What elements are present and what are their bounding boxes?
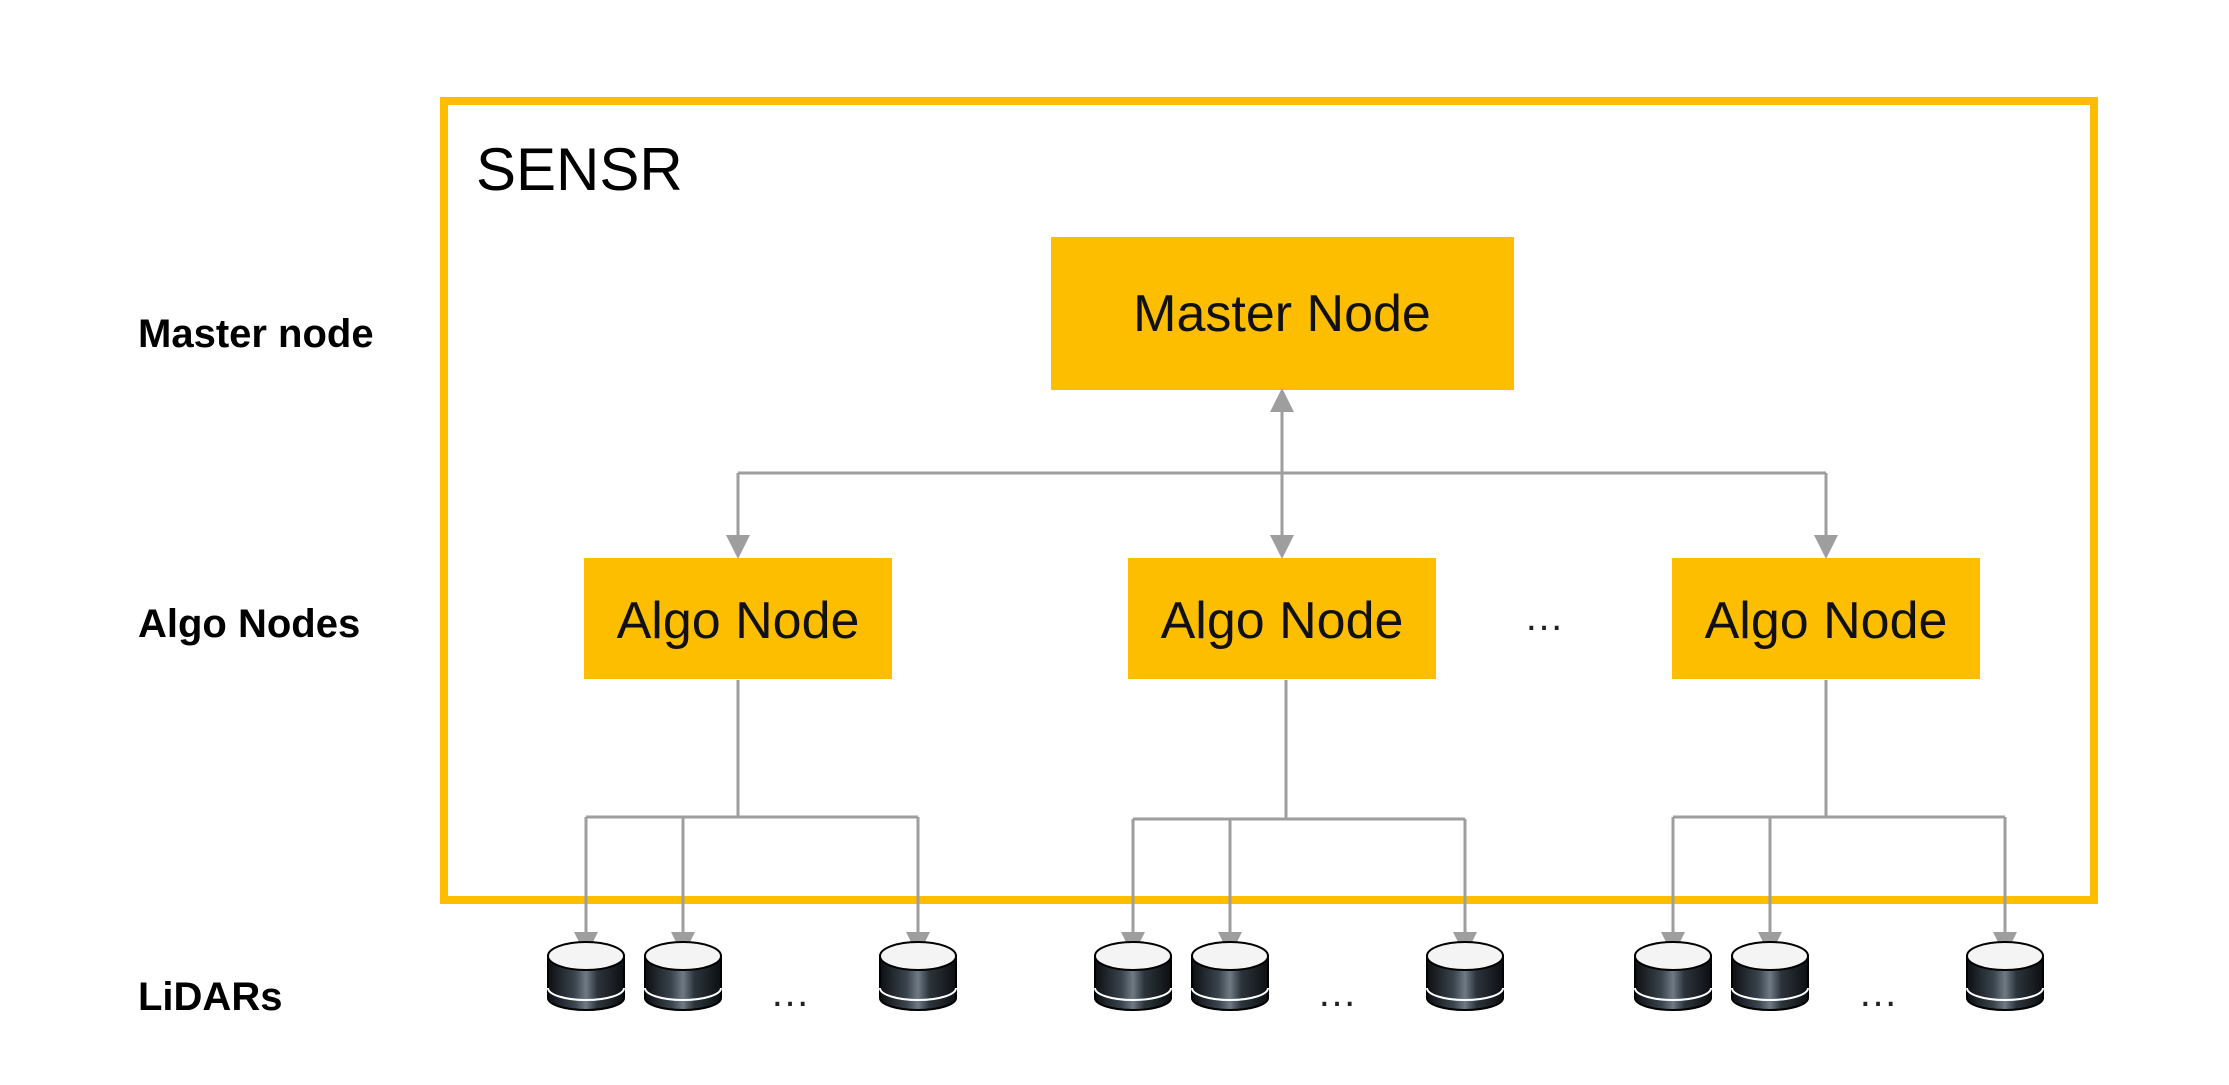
lidar-sensor-icon (1634, 941, 1712, 1011)
algo-node-label: Algo Node (1161, 592, 1404, 650)
side-label-lidars: LiDARs (138, 975, 282, 1019)
sensr-container (440, 97, 2098, 904)
lidar-sensor-icon (547, 941, 625, 1011)
lidar-ellipsis: … (1317, 971, 1357, 1015)
lidar-sensor-icon (1426, 941, 1504, 1011)
lidar-group-3-connectors (1661, 680, 2017, 956)
algo-node-label: Algo Node (617, 592, 860, 650)
lidar-sensor-icon (1966, 941, 2044, 1011)
algo-node-box (1128, 558, 1436, 679)
algo-node-label: Algo Node (1705, 592, 1948, 650)
lidar-sensor-icon (879, 941, 957, 1011)
lidar-group-2: … (1094, 941, 1504, 1015)
algo-node-1: Algo Node (584, 558, 892, 679)
lidar-ellipsis: … (1858, 971, 1898, 1015)
lidar-sensor-icon (1191, 941, 1269, 1011)
lidar-ellipsis: … (770, 971, 810, 1015)
sensr-title: SENSR (476, 136, 683, 203)
lidar-sensor-icon (1731, 941, 1809, 1011)
lidar-sensor-icon (1094, 941, 1172, 1011)
algo-node-3: Algo Node (1672, 558, 1980, 679)
master-algo-connectors (726, 388, 1838, 559)
algo-node-box (1672, 558, 1980, 679)
side-label-master-node: Master node (138, 312, 374, 356)
algo-node-box (584, 558, 892, 679)
master-node: Master Node (1051, 237, 1514, 390)
algo-nodes-ellipsis: … (1524, 595, 1564, 639)
master-node-label: Master Node (1133, 285, 1431, 343)
side-label-algo-nodes: Algo Nodes (138, 602, 360, 646)
lidar-group-2-connectors (1121, 680, 1477, 956)
master-node-box (1051, 237, 1514, 390)
lidar-sensor-icon (644, 941, 722, 1011)
lidar-group-1-connectors (574, 680, 930, 956)
lidar-group-3: … (1634, 941, 2044, 1015)
lidar-group-1: … (547, 941, 957, 1015)
algo-node-2: Algo Node (1128, 558, 1436, 679)
